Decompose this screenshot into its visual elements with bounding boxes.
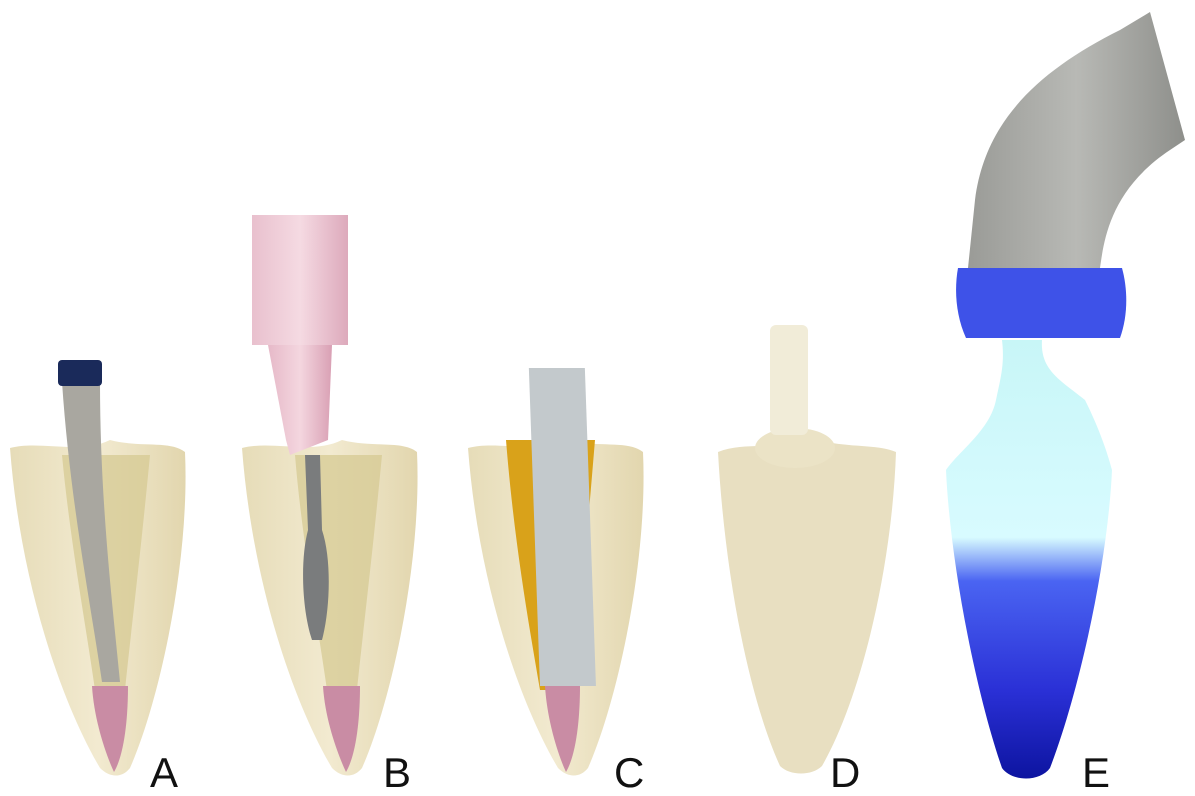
- panel-label-a: A: [150, 752, 178, 794]
- gutta-percha-cap: [58, 360, 102, 386]
- panel-label-d: D: [830, 752, 860, 794]
- panel-label-e: E: [1082, 752, 1110, 794]
- light-guide-handpiece: [968, 12, 1185, 268]
- panel-label-b: B: [383, 752, 411, 794]
- fiber-post: [529, 368, 596, 686]
- post-stub: [770, 325, 808, 435]
- syringe-hub: [268, 345, 332, 455]
- curing-light-tip: [956, 268, 1126, 338]
- panel-c: [468, 368, 644, 776]
- panel-e: [946, 12, 1185, 779]
- panel-a: [10, 360, 186, 776]
- syringe-barrel: [252, 215, 348, 345]
- panel-b: [242, 215, 418, 776]
- panel-d: [718, 325, 896, 774]
- panel-label-c: C: [614, 752, 644, 794]
- tooth-root-d: [718, 440, 896, 774]
- light-beam-and-tooth: [946, 340, 1112, 779]
